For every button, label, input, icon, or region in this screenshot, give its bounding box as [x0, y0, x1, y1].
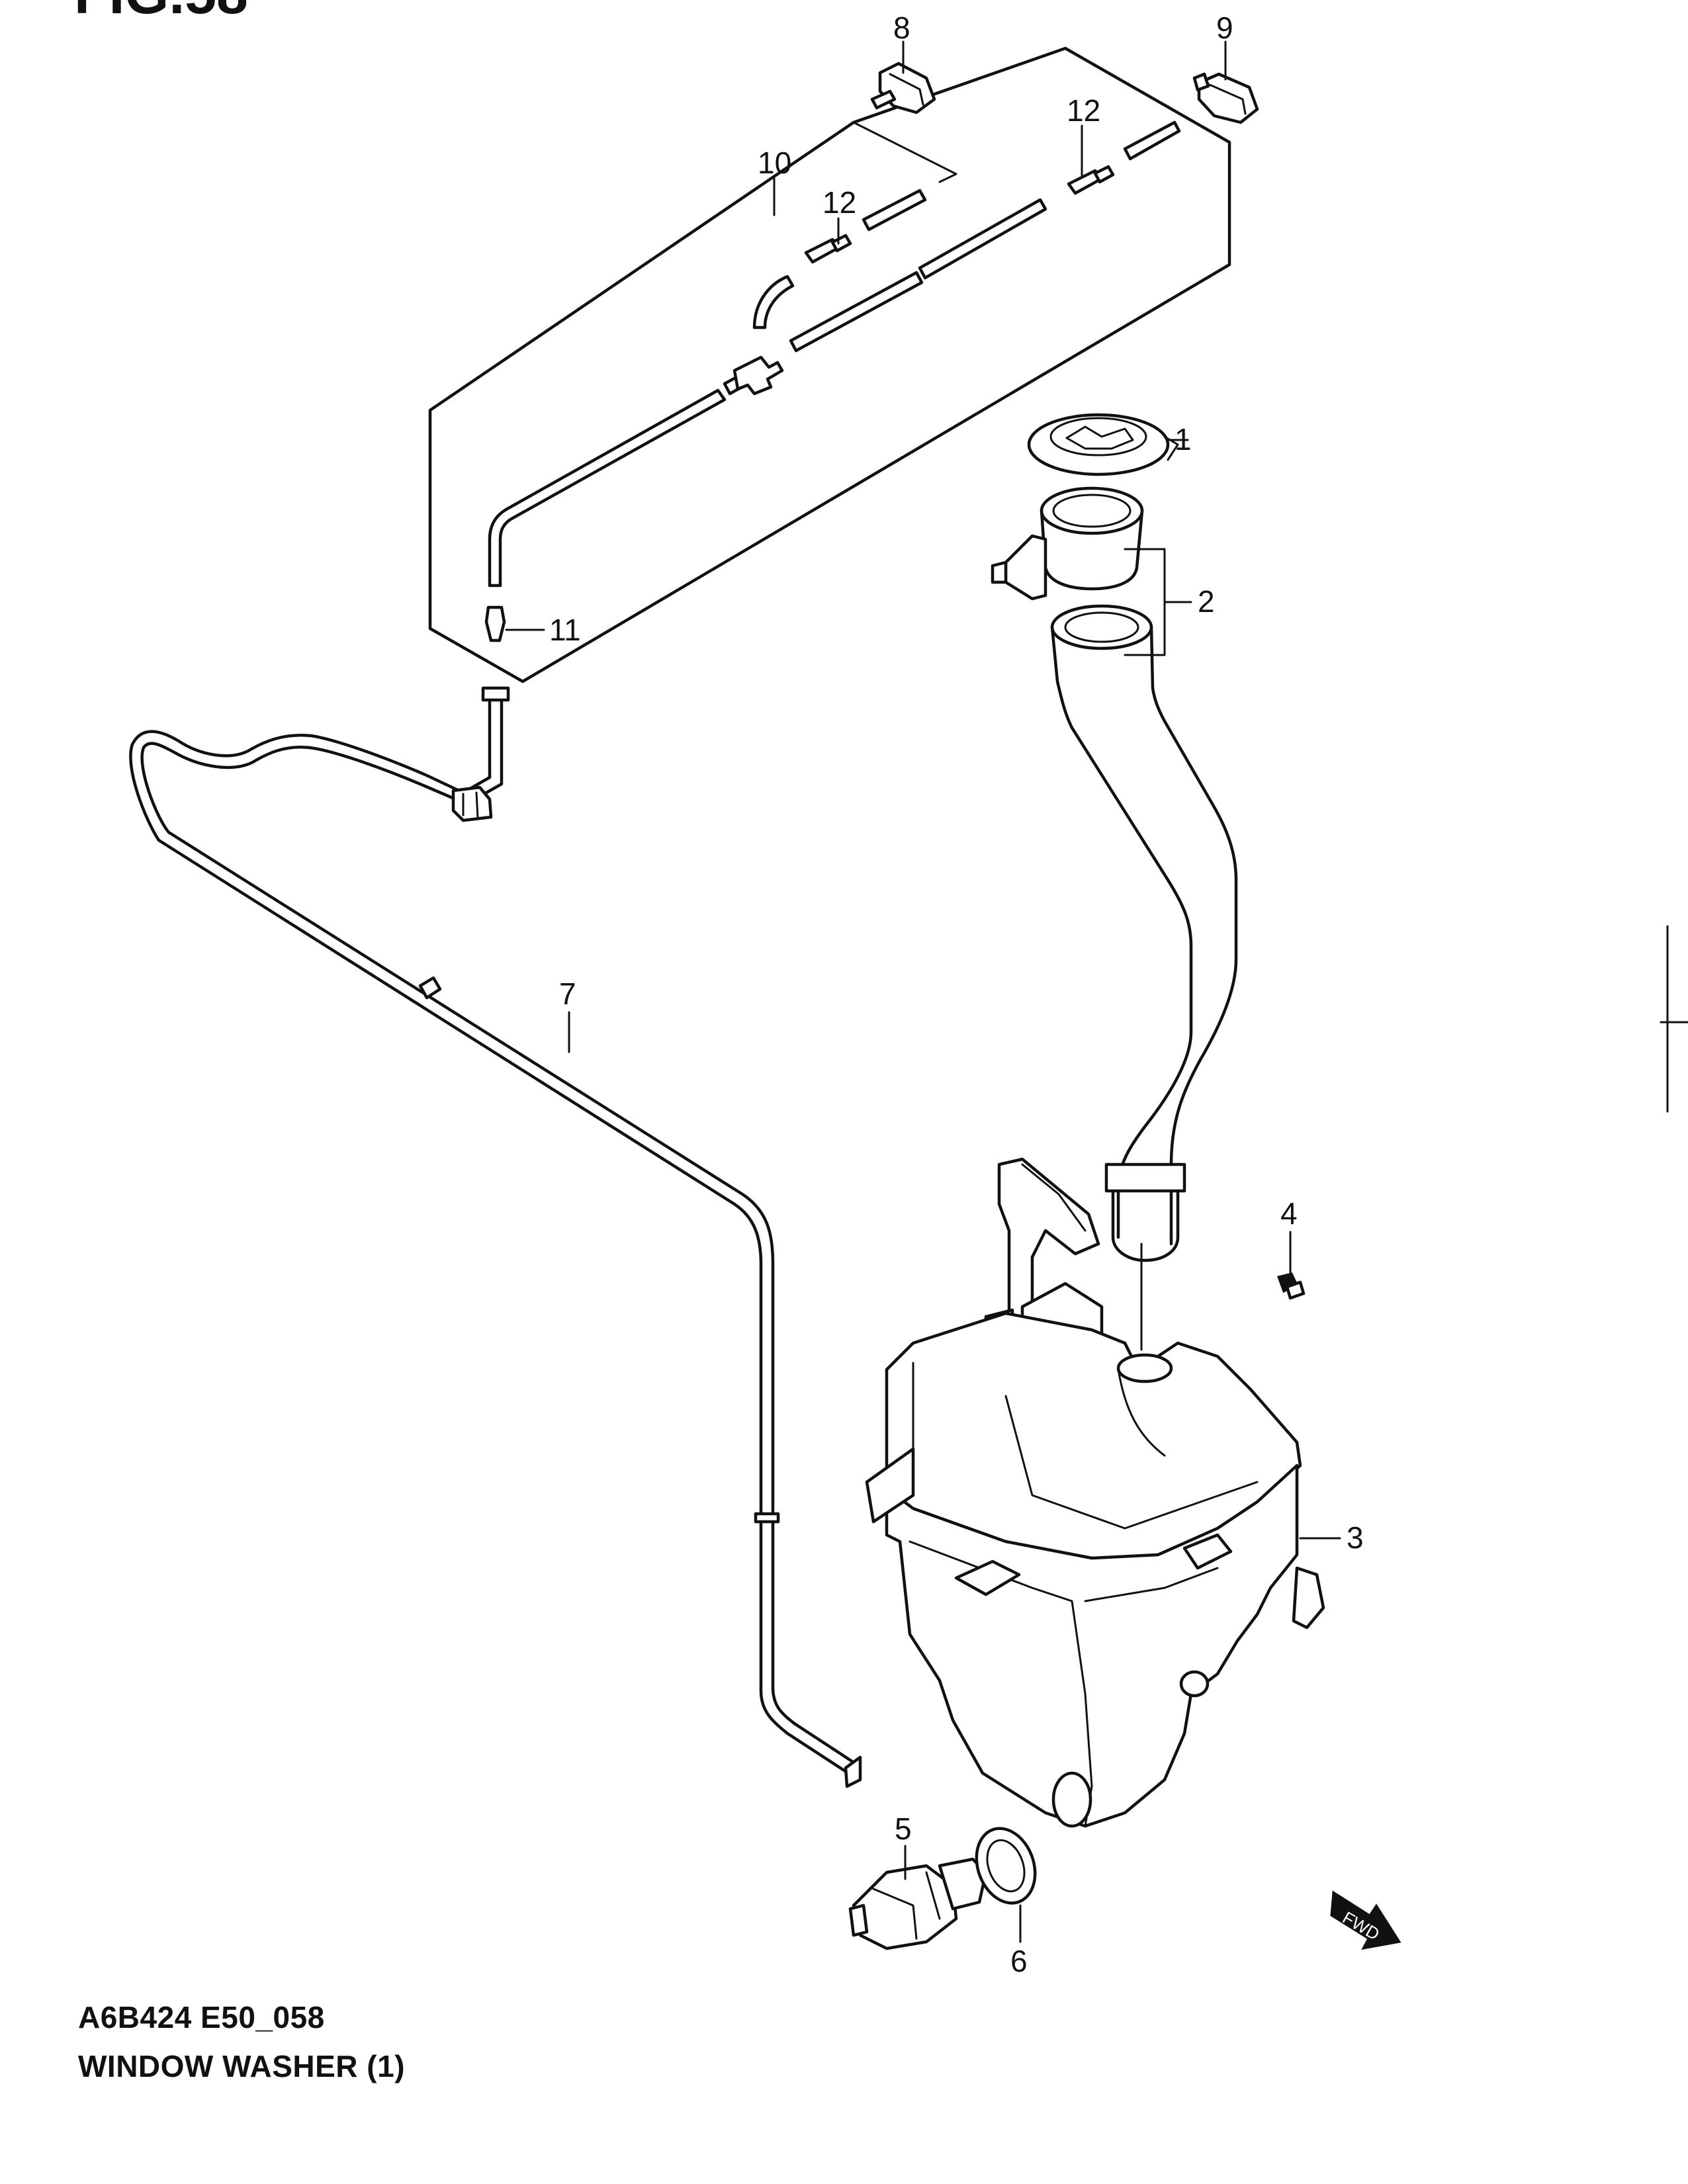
callout-9: 9 — [1216, 11, 1233, 45]
hose-assembly-box — [428, 46, 1231, 683]
washer-hose-long — [129, 686, 862, 1788]
callout-2: 2 — [1198, 584, 1215, 619]
callout-1: 1 — [1175, 422, 1192, 457]
diagram-title: WINDOW WASHER (1) — [78, 2049, 406, 2083]
callout-12-upper: 12 — [1067, 93, 1100, 128]
callout-numbers: 1 2 3 4 5 6 7 8 9 10 11 12 12 — [549, 11, 1364, 1978]
filler-cap — [1027, 413, 1179, 476]
page-edge-marks — [1660, 925, 1688, 1113]
mounting-screw — [1277, 1272, 1306, 1300]
callout-11: 11 — [549, 613, 581, 647]
filler-neck — [991, 486, 1238, 1262]
pump-grommet — [975, 1827, 1037, 1905]
callout-4: 4 — [1280, 1196, 1298, 1231]
leader-lines — [505, 40, 1341, 1943]
callout-3: 3 — [1347, 1520, 1364, 1555]
figure-title: FIG.58 — [74, 0, 248, 27]
callout-bracket-2 — [1124, 548, 1192, 656]
callout-10: 10 — [758, 146, 791, 180]
washer-nozzle-right — [1192, 72, 1259, 124]
forward-direction-arrow: FWD — [1330, 1890, 1401, 1950]
callout-5: 5 — [895, 1812, 912, 1846]
callout-8: 8 — [893, 11, 911, 45]
washer-reservoir-tank — [865, 1157, 1325, 1828]
washer-pump — [848, 1857, 988, 1950]
callout-7: 7 — [559, 977, 576, 1011]
callout-6: 6 — [1010, 1944, 1028, 1978]
callout-12-lower: 12 — [822, 185, 856, 220]
diagram-code: A6B424 E50_058 — [78, 2000, 325, 2034]
washer-nozzle-left — [870, 62, 936, 114]
hose-segments — [484, 120, 1181, 642]
